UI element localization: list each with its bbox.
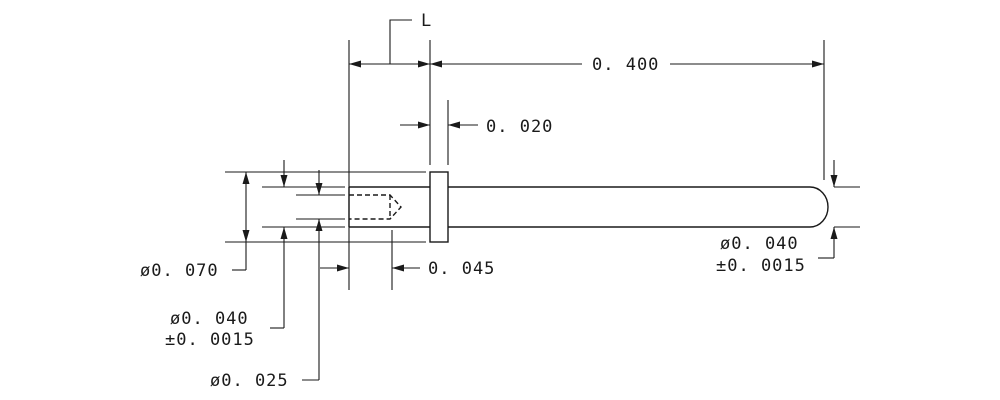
- arrow-l-right: [418, 60, 430, 68]
- label-hole-dia: ø0. 025: [210, 371, 289, 391]
- arrow-socket-od-top: [280, 175, 288, 187]
- label-collar-width: 0. 020: [486, 117, 553, 137]
- arrow-depth-right: [392, 264, 404, 272]
- socket-hole-hidden: [349, 194, 402, 220]
- arrow-collar-dia-bottom: [242, 230, 250, 242]
- collar-width-dimension: 0. 020: [400, 100, 553, 165]
- leader-l: [389, 19, 412, 64]
- label-pin-dia-tol: ±0. 0015: [716, 256, 806, 276]
- arrow-collar-dia-top: [242, 172, 250, 184]
- arrow-pin-bottom: [830, 227, 838, 239]
- pin-body: [448, 186, 829, 228]
- label-l: L: [421, 11, 432, 31]
- arrow-overall-right: [812, 60, 824, 68]
- arrow-collar-left: [418, 121, 430, 129]
- arrow-overall-left: [430, 60, 442, 68]
- collar: [429, 171, 449, 243]
- label-socket-depth: 0. 045: [428, 259, 495, 279]
- part-outline: [348, 171, 829, 243]
- pin-diameter-dimension: ø0. 040 ±0. 0015: [716, 160, 860, 276]
- arrow-hole-top: [315, 183, 323, 195]
- label-overall-length: 0. 400: [592, 55, 659, 75]
- label-socket-od: ø0. 040: [170, 309, 249, 329]
- top-dimensions: L 0. 400: [348, 11, 825, 290]
- arrow-pin-top: [830, 175, 838, 187]
- label-pin-dia: ø0. 040: [720, 234, 799, 254]
- socket-depth-dimension: 0. 045: [320, 230, 495, 290]
- left-diameter-dimensions: ø0. 070 ø0. 040 ±0. 0015 ø0. 025: [140, 160, 426, 391]
- label-collar-dia: ø0. 070: [140, 261, 219, 281]
- arrow-hole-bottom: [315, 219, 323, 231]
- label-socket-od-tol: ±0. 0015: [165, 330, 255, 350]
- arrow-collar-right: [448, 121, 460, 129]
- arrow-socket-od-bottom: [280, 227, 288, 239]
- arrow-depth-left: [337, 264, 349, 272]
- arrow-l-left: [349, 60, 361, 68]
